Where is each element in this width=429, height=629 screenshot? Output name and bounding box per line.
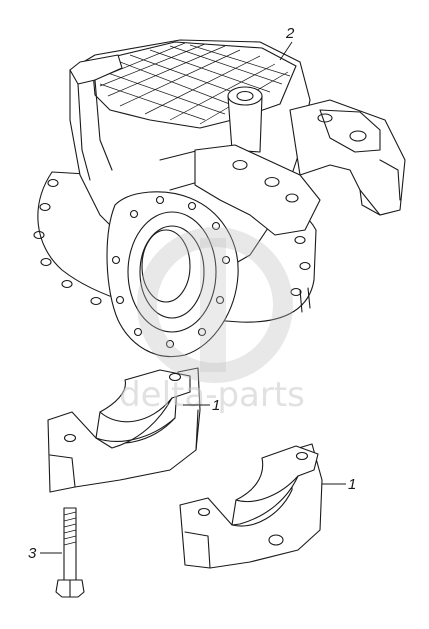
bearing-cap-upper [47, 367, 201, 493]
housing-mesh-texture [99, 42, 291, 125]
callout-label-1-upper: 1 [212, 397, 220, 414]
callout-bearing-cap-lower: 1 [322, 476, 356, 493]
callout-label-3: 3 [28, 545, 37, 562]
callout-housing: 2 [279, 25, 295, 61]
callout-label-2: 2 [285, 25, 295, 42]
callout-bearing-cap-upper: 1 [183, 397, 220, 414]
bolt [55, 507, 85, 598]
callout-bolt: 3 [28, 545, 62, 562]
delta-parts-watermark: delta-parts [119, 227, 305, 415]
differential-housing [33, 39, 406, 357]
bearing-cap-lower [179, 443, 323, 569]
watermark-text: delta-parts [119, 375, 305, 415]
callout-label-1-lower: 1 [348, 476, 356, 493]
front-bearing-bore [106, 191, 239, 357]
